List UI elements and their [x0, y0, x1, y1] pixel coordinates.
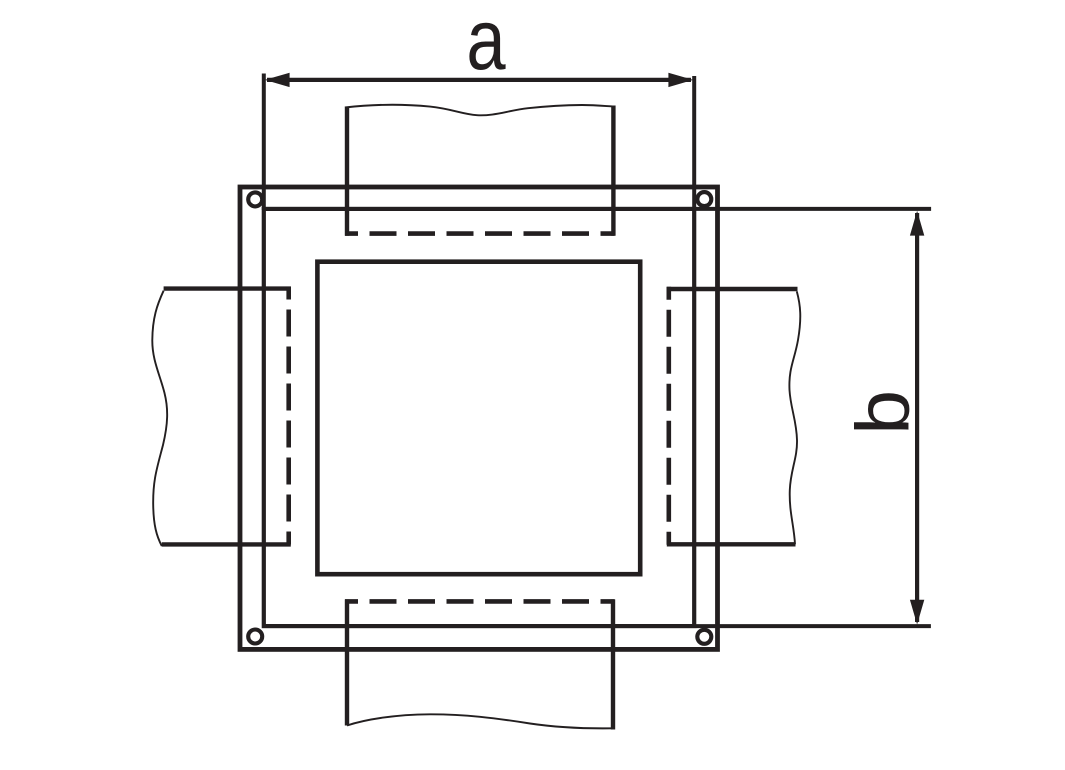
svg-text:a: a	[466, 0, 505, 87]
svg-text:b: b	[840, 390, 925, 435]
